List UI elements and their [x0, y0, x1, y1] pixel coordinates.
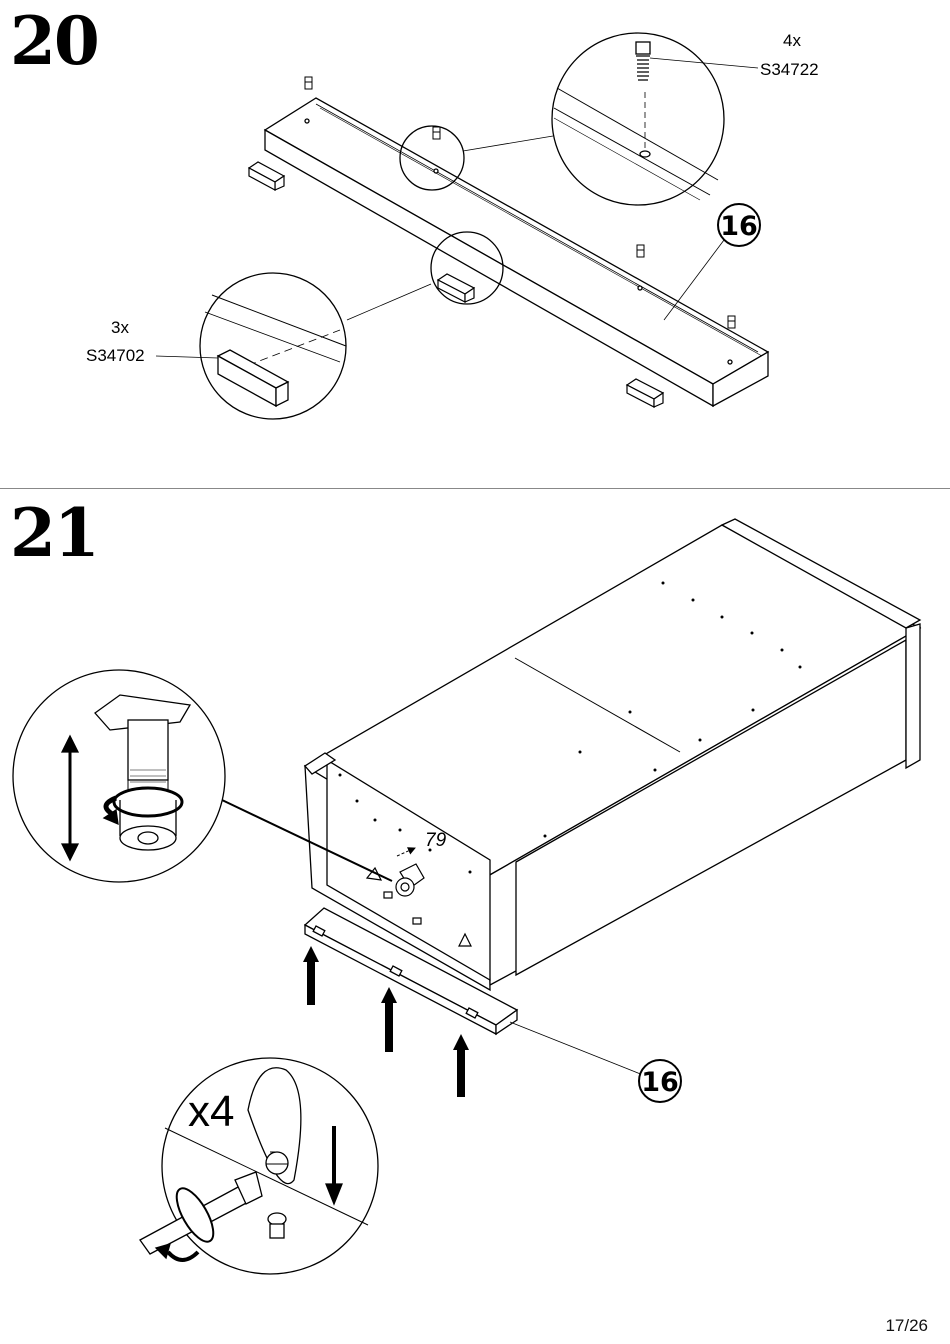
zoom-detail-glide	[156, 232, 503, 419]
cabinet-body	[305, 519, 920, 990]
board-16-step20	[265, 98, 768, 406]
zoom-detail-leg	[13, 670, 225, 882]
zoom-detail-screwdriver	[140, 1058, 378, 1274]
multiplier-x4: x4	[188, 1087, 234, 1136]
callout-16-label-step20: 16	[720, 211, 758, 242]
page-number: 17/26	[885, 1316, 928, 1336]
callout-16-label-step21: 16	[641, 1067, 679, 1098]
part-79-label: 79	[425, 830, 447, 851]
